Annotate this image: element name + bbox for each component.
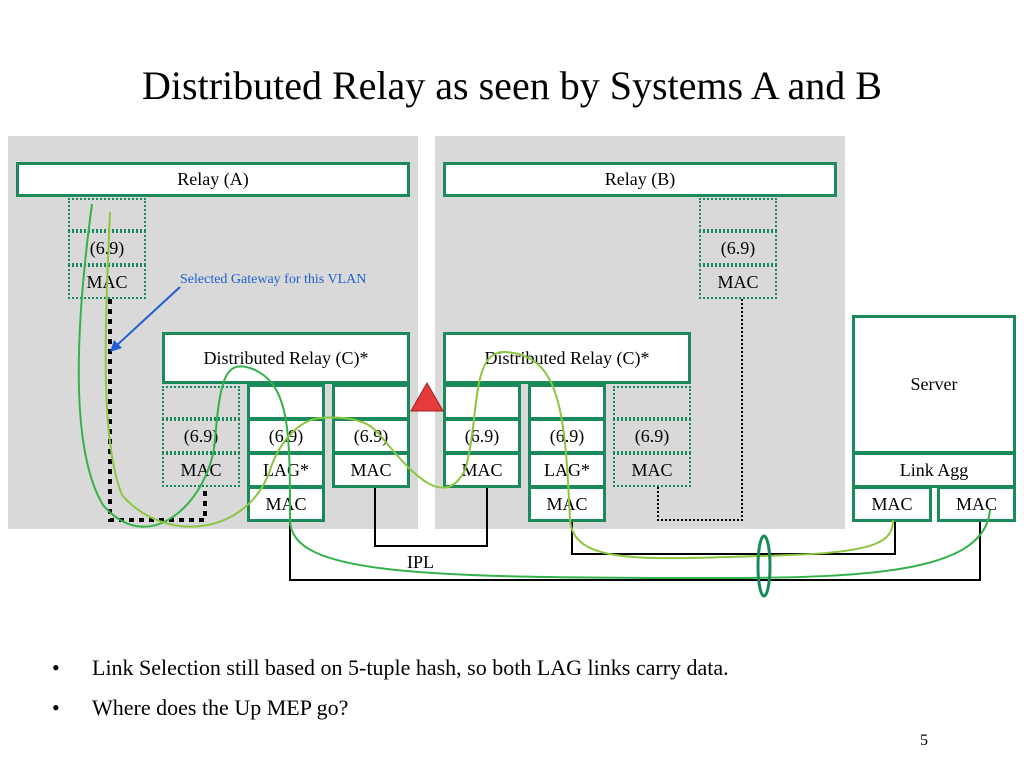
link-a-to-server <box>289 522 981 581</box>
dr-b-port-1-id: (6.9) <box>443 418 521 454</box>
dr-b-lag-mac-box: MAC <box>528 486 606 522</box>
bullet-item: • Where does the Up MEP go? <box>52 688 729 728</box>
dr-a-port-3-mac: MAC <box>332 452 410 488</box>
bullet-marker: • <box>52 655 60 680</box>
dr-b-port-3-id: (6.9) <box>613 419 691 453</box>
dr-a-port-2-id: (6.9) <box>247 418 325 454</box>
relay-a-box: Relay (A) <box>16 162 410 197</box>
relay-b-port-mac: MAC <box>699 265 777 299</box>
dr-a-port-2-upper <box>247 384 325 420</box>
dr-b-port-3-mac: MAC <box>613 453 691 487</box>
dr-a-port-1-id: (6.9) <box>162 419 240 453</box>
dr-a-port-3-upper <box>332 384 410 420</box>
dr-b-box: Distributed Relay (C)* <box>443 332 691 384</box>
dr-a-box: Distributed Relay (C)* <box>162 332 410 384</box>
ipl-label: IPL <box>407 552 434 572</box>
bullet-text: Link Selection still based on 5-tuple ha… <box>92 655 729 680</box>
dr-b-lag-box: LAG* <box>528 452 606 488</box>
relay-a-port-mac: MAC <box>68 265 146 299</box>
dr-a-lag-box: LAG* <box>247 452 325 488</box>
relay-a-port-upper <box>68 198 146 231</box>
server-mac-1: MAC <box>852 486 932 522</box>
link-agg-box: Link Agg <box>852 452 1016 488</box>
dr-b-port-2-upper <box>528 384 606 420</box>
bullet-marker: • <box>52 695 60 720</box>
relay-b-port-upper <box>699 198 777 231</box>
dr-b-port-3-upper <box>613 386 691 419</box>
dr-b-port-1-mac: MAC <box>443 452 521 488</box>
dr-a-port-1-upper <box>162 386 240 419</box>
dr-b-port-2-id: (6.9) <box>528 418 606 454</box>
relay-a-port-id: (6.9) <box>68 231 146 265</box>
dr-a-port-3-id: (6.9) <box>332 418 410 454</box>
relay-b-port-id: (6.9) <box>699 231 777 265</box>
server-mac-2: MAC <box>937 486 1016 522</box>
page-number: 5 <box>920 732 928 749</box>
dr-b-port-1-upper <box>443 384 521 420</box>
server-box: Server <box>852 315 1016 454</box>
bullet-list: • Link Selection still based on 5-tuple h… <box>52 648 729 728</box>
slide-title: Distributed Relay as seen by Systems A a… <box>142 63 882 108</box>
dr-a-lag-mac-box: MAC <box>247 486 325 522</box>
bullet-item: • Link Selection still based on 5-tuple h… <box>52 648 729 688</box>
lag-ellipse <box>756 534 772 598</box>
relay-b-box: Relay (B) <box>443 162 837 197</box>
selected-gateway-annotation: Selected Gateway for this VLAN <box>180 272 367 287</box>
dr-a-port-1-mac: MAC <box>162 453 240 487</box>
bullet-text: Where does the Up MEP go? <box>92 695 349 720</box>
